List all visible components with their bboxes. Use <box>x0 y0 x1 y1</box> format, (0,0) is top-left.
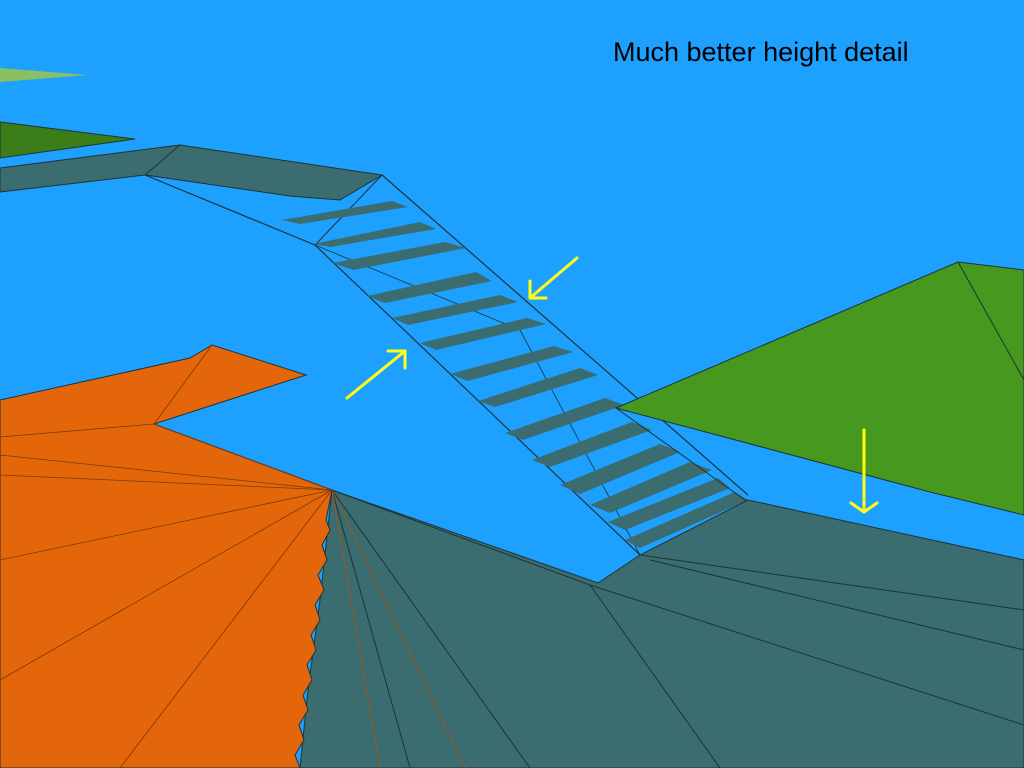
stair-step <box>608 478 730 530</box>
lower-ground-orange-edges <box>331 489 466 768</box>
upper-walkway-edge <box>144 144 181 176</box>
distant-terrain-green <box>0 121 136 159</box>
stair-step <box>367 272 492 303</box>
stair-step <box>505 398 624 440</box>
distant-terrain-light <box>0 68 88 82</box>
arrow-left-stair-edge <box>345 349 407 400</box>
stair-step <box>478 368 598 407</box>
upper-walkway <box>0 144 384 201</box>
stair-step <box>532 422 652 467</box>
staircase <box>282 201 748 548</box>
stair-step <box>333 242 466 270</box>
lower-ground-edges <box>331 489 1024 768</box>
stair-step <box>625 492 748 548</box>
annotation-arrows <box>345 256 879 514</box>
annotation-caption: Much better height detail <box>613 37 909 67</box>
stair-step <box>450 346 573 381</box>
arrow-ground-edge <box>849 428 879 514</box>
stair-step <box>560 444 680 494</box>
stair-step <box>590 462 712 513</box>
stair-right-rail <box>381 174 749 496</box>
stair-step <box>420 318 546 350</box>
green-hill-ridge <box>957 261 1024 381</box>
stair-step <box>313 222 436 247</box>
stair-step <box>282 201 408 224</box>
green-hill <box>614 261 1024 516</box>
stair-step <box>392 295 518 325</box>
arrow-right-stair-edge <box>528 256 579 300</box>
orange-terrain-edges <box>0 344 333 768</box>
